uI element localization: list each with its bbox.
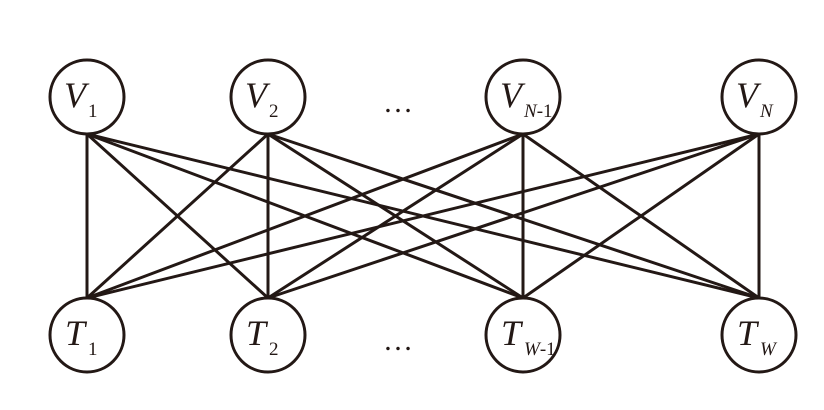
edge-v2-t1	[85, 132, 270, 300]
node-circle	[48, 296, 126, 374]
edges-layer	[85, 132, 761, 300]
bottom-ellipsis: …	[383, 324, 413, 357]
node-circle	[48, 58, 126, 136]
node-subscript: 1	[88, 101, 98, 122]
edge-vn-1-t1	[85, 132, 525, 300]
node-subscript: W-1	[524, 339, 556, 360]
node-label: T	[501, 313, 524, 353]
node-circle	[229, 58, 307, 136]
edge-vn-1-t2	[266, 132, 525, 300]
node-subscript: W	[760, 339, 778, 360]
node-label: V	[64, 75, 90, 115]
node-label: T	[737, 313, 760, 353]
node-circle	[720, 296, 798, 374]
edge-vn-t2	[266, 132, 761, 300]
edge-vn-tw-1	[521, 132, 761, 300]
node-label: V	[245, 75, 271, 115]
node-subscript: N-1	[523, 101, 553, 122]
top-ellipsis: …	[383, 86, 413, 119]
node-subscript: N	[759, 101, 774, 122]
node-label: T	[246, 313, 269, 353]
node-label: V	[736, 75, 762, 115]
node-circle	[484, 58, 562, 136]
node-subscript: 2	[269, 339, 279, 360]
node-subscript: 2	[269, 101, 279, 122]
node-subscript: 1	[88, 339, 98, 360]
node-label: T	[65, 313, 88, 353]
node-circle	[720, 58, 798, 136]
node-circle	[229, 296, 307, 374]
node-label: V	[500, 75, 526, 115]
node-circle	[484, 296, 562, 374]
edge-vn-t1	[85, 132, 761, 300]
